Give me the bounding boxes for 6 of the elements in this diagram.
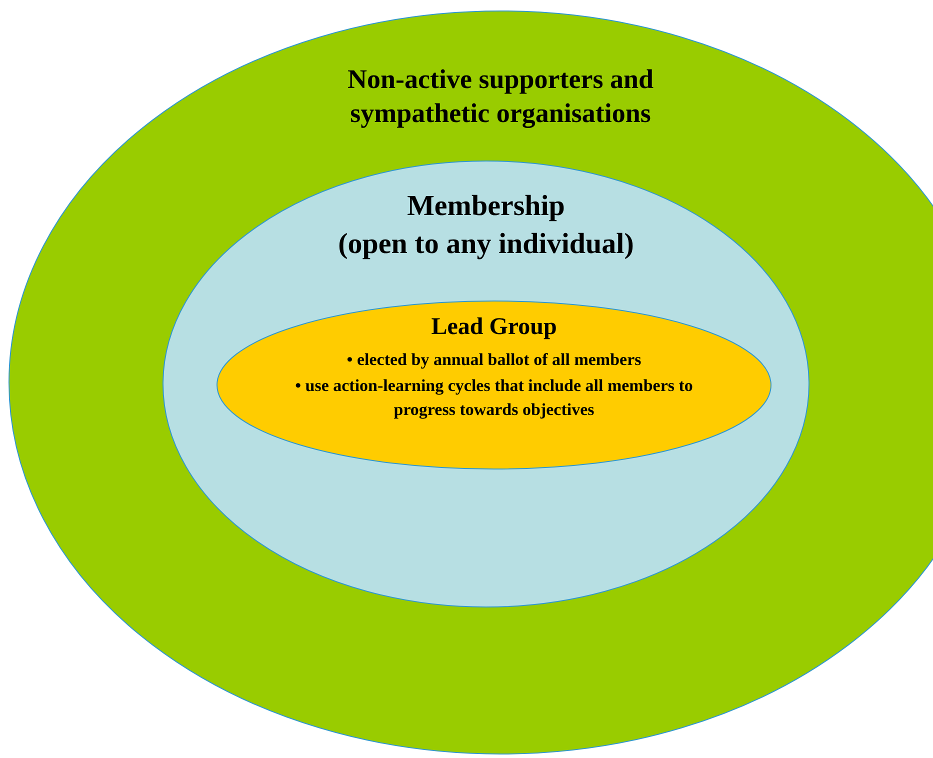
ellipse-subtitle: (open to any individual)	[338, 227, 634, 262]
ellipse-title: Non-active supporters and sympathetic organisations	[346, 63, 654, 130]
bullet-text: • elected by annual ballot of all members	[346, 349, 642, 371]
ellipse-title: Membership	[407, 189, 565, 224]
bullet-text: • use action-learning cycles that include all members to progress towards objectives	[294, 375, 694, 421]
ellipse-title: Lead Group	[431, 313, 557, 342]
